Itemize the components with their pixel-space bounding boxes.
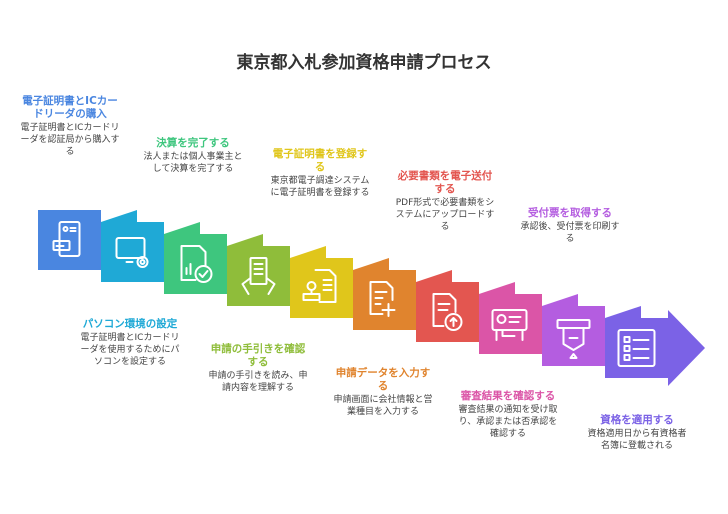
- step-title: 決算を完了する: [156, 137, 230, 149]
- step-description: 資格適用日から有資格者名簿に登載される: [587, 429, 687, 451]
- step-label-3: 決算を完了する法人または個人事業主として決算を完了する: [143, 137, 243, 175]
- step-label-10: 資格を適用する資格適用日から有資格者名簿に登載される: [587, 414, 687, 452]
- step-label-1: 電子証明書とICカードリーダの購入電子証明書とICカードリーダを認証局から購入す…: [20, 95, 120, 158]
- step-title: 電子証明書とICカードリーダの購入: [22, 95, 118, 120]
- step-label-2: パソコン環境の設定電子証明書とICカードリーダを使用するためにパソコンを設定する: [80, 318, 180, 368]
- report-check-icon: [180, 245, 213, 283]
- step-title: 審査結果を確認する: [460, 390, 556, 402]
- step-label-6: 申請データを入力する申請画面に会社情報と営業種目を入力する: [333, 367, 433, 418]
- page-title: 東京都入札参加資格申請プロセス: [236, 53, 492, 73]
- step-description: 審査結果の通知を受け取り、承認または否承認を確認する: [458, 405, 558, 439]
- checklist-icon: [617, 329, 656, 367]
- step-title: 申請データを入力する: [335, 367, 431, 392]
- step-title: 必要書類を電子送付する: [397, 170, 493, 195]
- step-label-9: 受付票を取得する承認後、受付票を印刷する: [520, 207, 620, 245]
- step-title: パソコン環境の設定: [82, 318, 178, 330]
- step-description: 申請の手引きを読み、申請内容を理解する: [208, 371, 308, 393]
- step-block-2: [101, 210, 164, 282]
- hands-document-icon: [241, 257, 276, 295]
- step-block-3: [164, 222, 227, 294]
- document-add-icon: [369, 281, 396, 317]
- step-block-9: [542, 294, 605, 366]
- stamp-document-icon: [302, 269, 337, 303]
- step-label-7: 必要書類を電子送付する PDF形式で必要書類をシステムにアップロードする: [395, 170, 495, 233]
- document-upload-icon: [432, 293, 463, 331]
- step-description: 法人または個人事業主として決算を完了する: [143, 152, 243, 174]
- step-label-4: 申請の手引きを確認する申請の手引きを読み、申請内容を理解する: [208, 343, 308, 394]
- step-description: 東京都電子調達システムに電子証明書を登録する: [270, 176, 370, 198]
- step-label-8: 審査結果を確認する審査結果の通知を受け取り、承認または否承認を確認する: [458, 390, 558, 440]
- step-title: 電子証明書を登録する: [272, 148, 368, 173]
- step-block-1: [38, 210, 101, 270]
- review-board-icon: [491, 309, 528, 341]
- step-label-5: 電子証明書を登録する東京都電子調達システムに電子証明書を登録する: [270, 148, 370, 199]
- receipt-print-icon: [556, 319, 591, 359]
- step-block-6: [353, 258, 416, 330]
- step-description: 申請画面に会社情報と営業種目を入力する: [333, 395, 433, 417]
- computer-gear-icon: [115, 237, 149, 268]
- id-card-icon: [52, 221, 81, 257]
- step-block-5: [290, 246, 353, 318]
- step-description: PDF形式で必要書類をシステムにアップロードする: [395, 198, 495, 232]
- step-description: 電子証明書とICカードリーダを使用するためにパソコンを設定する: [80, 333, 180, 367]
- step-description: 承認後、受付票を印刷する: [520, 222, 620, 244]
- step-block-7: [416, 270, 479, 342]
- step-title: 受付票を取得する: [528, 207, 612, 219]
- step-title: 申請の手引きを確認する: [210, 343, 306, 368]
- step-description: 電子証明書とICカードリーダを認証局から購入する: [20, 123, 120, 157]
- step-title: 資格を適用する: [600, 414, 674, 426]
